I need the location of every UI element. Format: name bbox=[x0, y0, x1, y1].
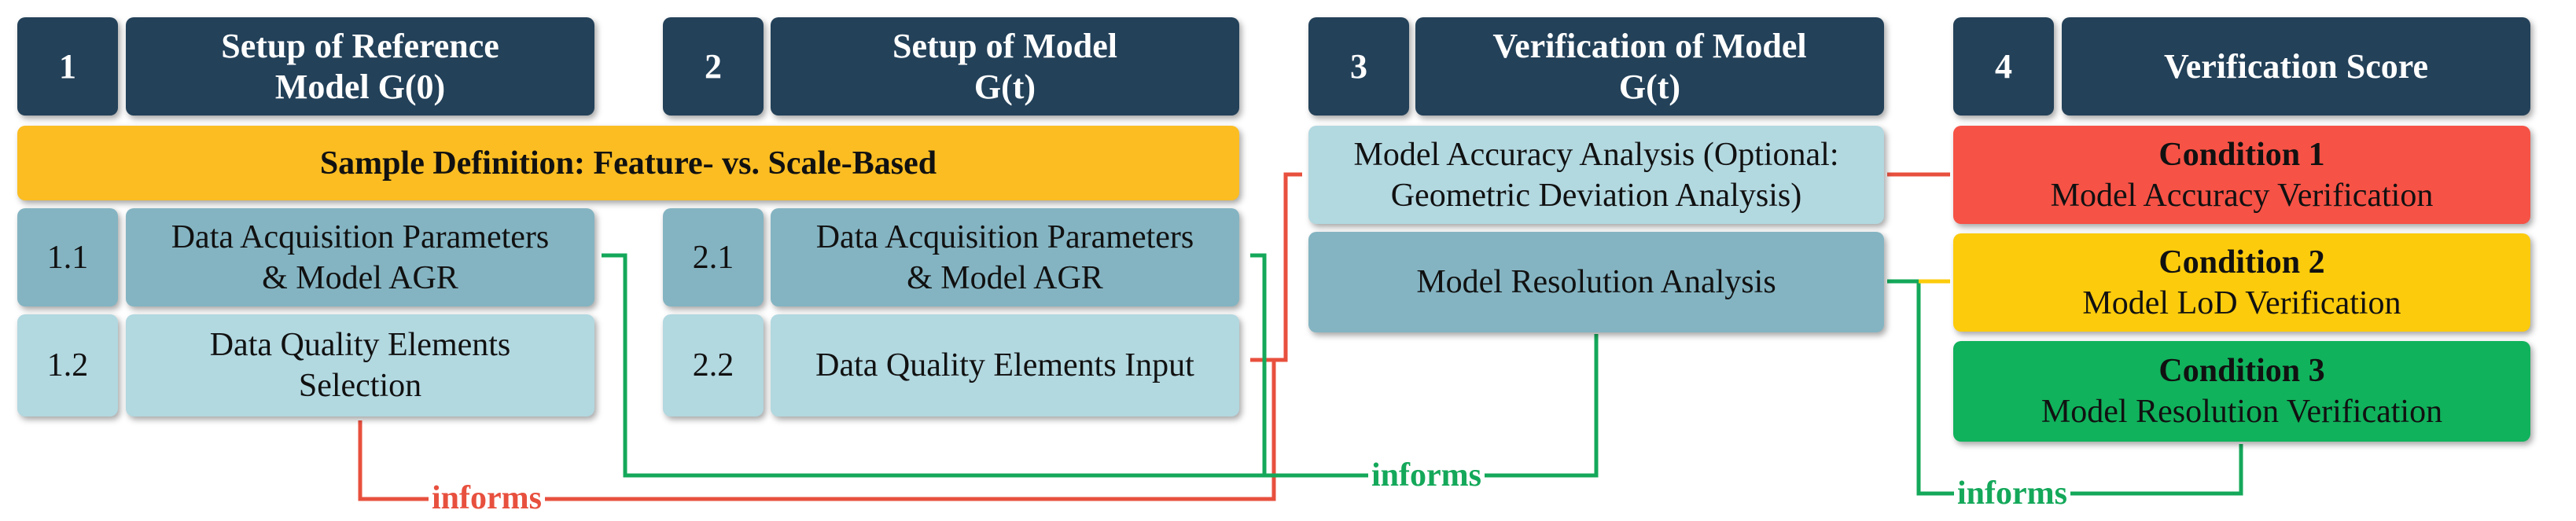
row-1-1-number: 1.1 bbox=[17, 208, 118, 306]
condition-2-text: Model LoD Verification bbox=[2082, 284, 2401, 321]
condition-3-card: Condition 3 Model Resolution Verificatio… bbox=[1953, 341, 2530, 442]
red-connector-2 bbox=[1274, 172, 1302, 362]
step-4-title: Verification Score bbox=[2062, 17, 2530, 116]
green-connector-1 bbox=[602, 253, 1267, 478]
row-1-1-text: Data Acquisition Parameters & Model AGR bbox=[126, 208, 594, 306]
condition-1-card: Condition 1 Model Accuracy Verification bbox=[1953, 126, 2530, 224]
condition-2-card: Condition 2 Model LoD Verification bbox=[1953, 233, 2530, 332]
condition-1-title: Condition 1 bbox=[2158, 136, 2325, 173]
condition-2-title: Condition 2 bbox=[2158, 244, 2325, 281]
row-2-2-text: Data Quality Elements Input bbox=[771, 314, 1239, 416]
row-2-2-number: 2.2 bbox=[663, 314, 764, 416]
step-2-number: 2 bbox=[663, 17, 764, 116]
step-2-title: Setup of Model G(t) bbox=[771, 17, 1239, 116]
model-accuracy-analysis: Model Accuracy Analysis (Optional: Geome… bbox=[1308, 126, 1884, 224]
condition-3-title: Condition 3 bbox=[2158, 353, 2325, 389]
condition-3-text: Model Resolution Verification bbox=[2041, 394, 2443, 430]
informs-label-green-2: informs bbox=[1954, 476, 2070, 511]
green-connector-2 bbox=[1264, 334, 1599, 478]
row-2-1-text: Data Acquisition Parameters & Model AGR bbox=[771, 208, 1239, 306]
step-4-number: 4 bbox=[1953, 17, 2054, 116]
row-1-2-text: Data Quality Elements Selection bbox=[126, 314, 594, 416]
green-connector-3 bbox=[1887, 279, 2243, 496]
step-1-number: 1 bbox=[17, 17, 118, 116]
informs-label-green-1: informs bbox=[1368, 458, 1485, 493]
condition-1-text: Model Accuracy Verification bbox=[2050, 177, 2434, 214]
row-1-2-number: 1.2 bbox=[17, 314, 118, 416]
sample-definition-bar: Sample Definition: Feature- vs. Scale-Ba… bbox=[17, 126, 1239, 200]
step-1-title: Setup of Reference Model G(0) bbox=[126, 17, 594, 116]
informs-label-red: informs bbox=[429, 481, 545, 515]
model-resolution-analysis: Model Resolution Analysis bbox=[1308, 232, 1884, 332]
row-2-1-number: 2.1 bbox=[663, 208, 764, 306]
step-3-title: Verification of Model G(t) bbox=[1415, 17, 1884, 116]
step-3-number: 3 bbox=[1308, 17, 1409, 116]
